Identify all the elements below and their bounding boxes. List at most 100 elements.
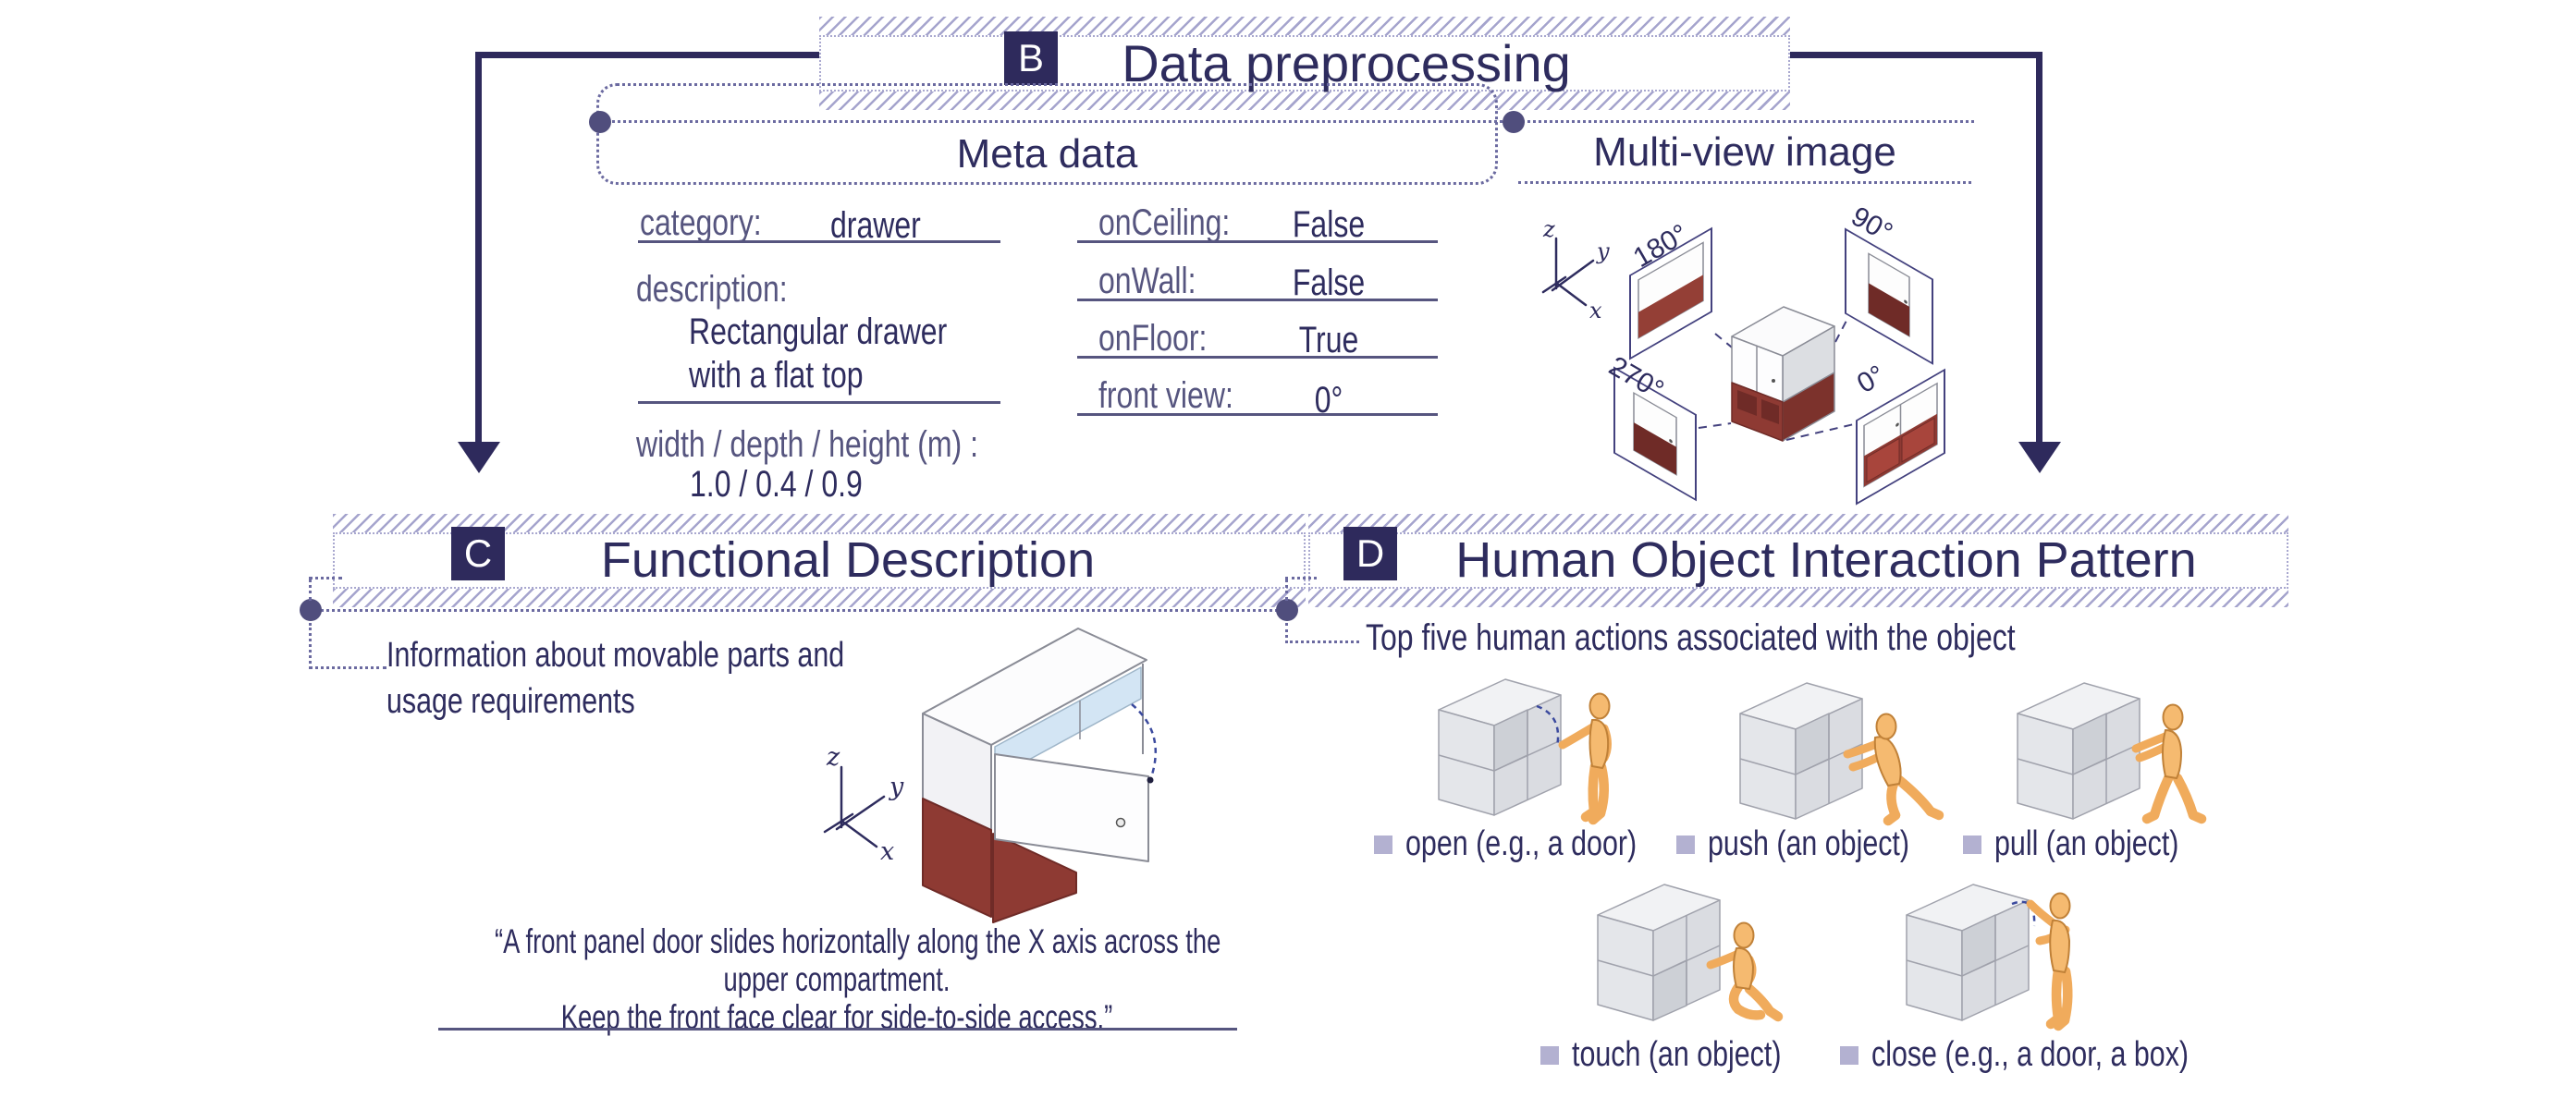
section-c-badge-letter: C (463, 531, 493, 575)
action-item: touch (an object) (1540, 1035, 1834, 1075)
arrow-b-to-d-horizontal (1788, 52, 2040, 58)
category-value: drawer (830, 205, 921, 246)
section-b-title: Data preprocessing (1122, 34, 1571, 92)
square-bullet-icon (1540, 1045, 1559, 1065)
mannequin-icon (1558, 692, 1612, 825)
view-plane-90: 90° (1845, 201, 1933, 365)
action-figure-push (1739, 682, 1944, 826)
view-plane-270: 270° (1604, 350, 1697, 502)
cabinet-3d-icon (1731, 306, 1835, 442)
arrow-b-to-c-vertical (475, 52, 482, 444)
axis-x-label: x (880, 837, 894, 866)
mannequin-icon (1706, 921, 1784, 1022)
c-quote-block: “A front panel door slides horizontally … (374, 922, 1299, 1036)
flag-value: True (1298, 320, 1359, 360)
hatch-band-bottom-c (333, 589, 1306, 607)
section-c-badge: C (451, 527, 505, 580)
shelf-cabinet-icon (2017, 682, 2141, 820)
action-figure-pull (2017, 682, 2207, 824)
shelf-cabinet-icon (1739, 682, 1863, 820)
multiview-title: Multi-view image (1593, 129, 1896, 175)
section-b-title-band: Data preprocessing (819, 35, 1790, 91)
action-label: open (e.g., a door) (1405, 824, 1638, 863)
flag-label: onFloor: (1098, 318, 1208, 359)
action-item: close (e.g., a door, a box) (1840, 1035, 2268, 1075)
connector-dot-meta-right (1503, 111, 1525, 133)
d-leader-down (1285, 623, 1288, 643)
dimensions-value: 1.0 / 0.4 / 0.9 (690, 464, 863, 505)
description-label: description: (636, 269, 788, 310)
hatch-band-top-b (819, 17, 1790, 35)
square-bullet-icon (1676, 835, 1695, 854)
arrow-b-to-d-head-icon (2018, 442, 2061, 473)
flag-rule (1077, 356, 1438, 359)
mannequin-icon (1843, 713, 1944, 826)
open-cabinet-3d (922, 628, 1149, 923)
category-label: category: (640, 202, 762, 243)
multiview-underline (1518, 181, 1971, 184)
quote-rule (438, 1028, 1237, 1031)
c-leader-up-h (309, 577, 342, 579)
c-info-line1: Information about movable parts and (386, 636, 845, 675)
description-rule (638, 401, 1000, 404)
mannequin-icon (2026, 892, 2073, 1031)
flag-label: front view: (1098, 375, 1233, 416)
c-leader-down-h (309, 666, 386, 669)
section-c-title: Functional Description (600, 532, 1096, 588)
d-leader-down-h (1285, 640, 1359, 643)
axis-z-label: z (826, 743, 840, 772)
section-d-title: Human Object Interaction Pattern (1455, 532, 2197, 588)
mannequin-icon (2131, 703, 2207, 824)
action-label: pull (an object) (1994, 824, 2179, 863)
flag-value: False (1292, 204, 1366, 245)
axis-z-label: z (1542, 216, 1555, 242)
c-info-line2: usage requirements (386, 682, 635, 721)
description-value-line1: Rectangular drawer (689, 311, 948, 352)
d-subtitle: Top five human actions associated with t… (1366, 617, 2016, 658)
description-value-line2: with a flat top (689, 355, 864, 396)
action-item: open (e.g., a door) (1374, 824, 1695, 864)
section-d-header: Human Object Interaction Pattern D (1308, 514, 2288, 607)
category-rule (638, 240, 1000, 243)
flag-label: onCeiling: (1098, 202, 1231, 243)
arrow-b-to-c-horizontal (475, 52, 825, 58)
action-label: touch (an object) (1572, 1035, 1782, 1074)
action-figure-close (1906, 884, 2073, 1031)
flag-label: onWall: (1098, 261, 1196, 301)
action-figure-open (1438, 678, 1612, 825)
hatch-band-top-d (1308, 514, 2288, 532)
meta-data-frame (596, 83, 1498, 185)
d-leader-up (1285, 579, 1288, 601)
functional-cabinet-diagram: z y x (823, 628, 1158, 923)
meta-connector-line (596, 120, 1974, 123)
axis-y-label: y (1596, 238, 1610, 264)
connector-dot-meta-left (589, 111, 611, 133)
dimensions-label: width / depth / height (m) : (636, 424, 978, 465)
flag-value: False (1292, 262, 1366, 303)
connector-dot-c (300, 599, 322, 621)
section-b-header: Data preprocessing B (819, 17, 1790, 110)
angle-label-0: 0° (1852, 360, 1890, 399)
arrow-b-to-d-vertical (2036, 52, 2042, 444)
square-bullet-icon (1374, 835, 1392, 854)
action-label: push (an object) (1708, 824, 1909, 863)
section-c-header: Functional Description C (333, 514, 1306, 607)
flag-rule (1077, 299, 1438, 301)
hatch-band-bottom-b (819, 91, 1790, 110)
action-figure-touch (1597, 884, 1784, 1022)
door-pivot-dot (1147, 776, 1154, 784)
action-label: close (e.g., a door, a box) (1871, 1035, 2190, 1074)
view-plane-0: 0° (1852, 360, 1945, 506)
axis-x-label: x (1589, 298, 1602, 323)
cd-connector-line (311, 609, 1289, 612)
shelf-cabinet-icon (1438, 678, 1562, 816)
view-plane-180: 180° (1628, 218, 1712, 360)
hatch-band-bottom-d (1308, 589, 2288, 607)
action-item: pull (an object) (1963, 824, 2225, 864)
door-swing-arc (1131, 703, 1158, 781)
c-leader-up (309, 579, 312, 601)
c-leader-down (309, 623, 312, 669)
door-swing-arc (1536, 704, 1560, 748)
shelf-cabinet-icon (1597, 884, 1721, 1021)
connector-dot-d (1276, 599, 1298, 621)
